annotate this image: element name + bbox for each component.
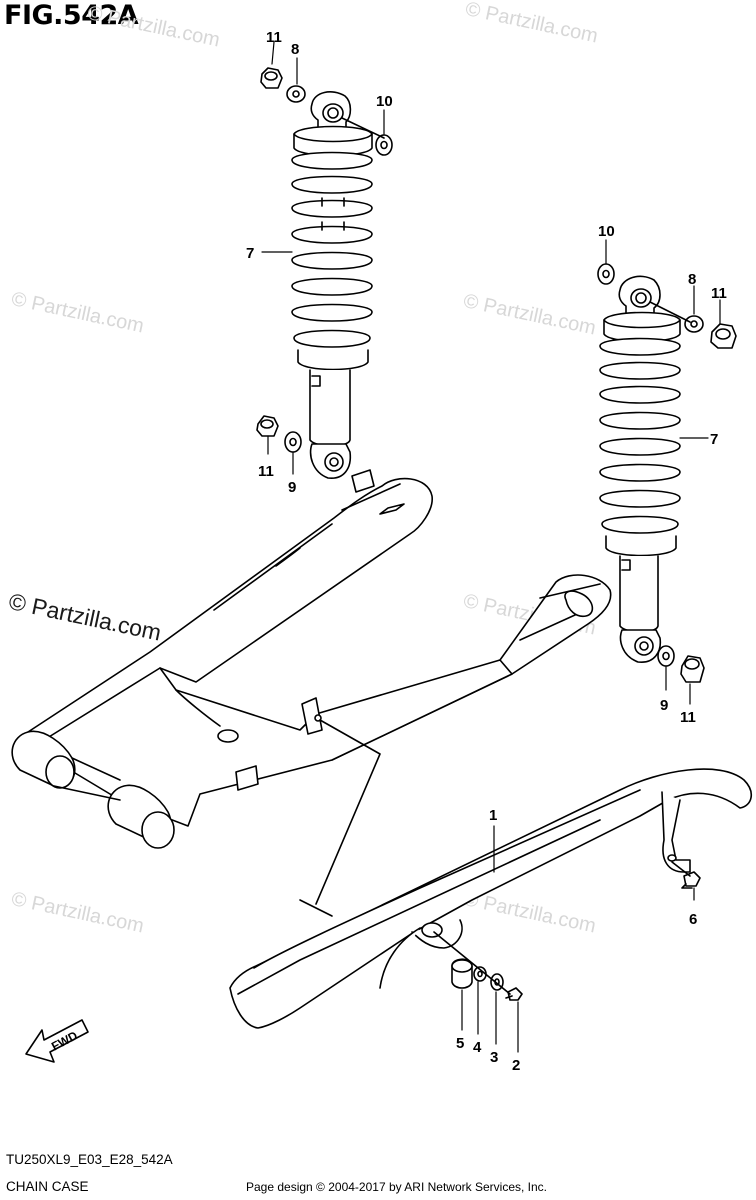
footer-credit: Page design © 2004-2017 by ARI Network S…: [246, 1180, 548, 1194]
fwd-arrow-icon: FWD: [25, 1019, 89, 1063]
callout-2: 2: [512, 1057, 520, 1074]
washer-9-bottom-left[interactable]: [284, 431, 302, 453]
washer-8-top-right[interactable]: [684, 315, 704, 333]
cushion-4[interactable]: [473, 966, 487, 982]
washer-9-bottom-right[interactable]: [657, 645, 675, 667]
bolt-6[interactable]: [681, 871, 701, 889]
callout-11: 11: [680, 709, 696, 726]
callout-8: 8: [291, 41, 299, 58]
callout-9: 9: [660, 697, 668, 714]
spacer-5[interactable]: [451, 958, 473, 989]
diagram-name: CHAIN CASE: [6, 1179, 89, 1194]
callout-11: 11: [258, 463, 274, 480]
washer-10-top-right[interactable]: [597, 263, 615, 285]
bolt-2[interactable]: [505, 987, 523, 1001]
callout-10: 10: [376, 93, 393, 110]
callout-7: 7: [246, 245, 254, 262]
callout-11: 11: [266, 29, 282, 46]
callout-6: 6: [689, 911, 697, 928]
nut-11-top-left[interactable]: [260, 67, 283, 89]
callout-1: 1: [489, 807, 497, 824]
callout-3: 3: [490, 1049, 498, 1066]
diagram-code: TU250XL9_E03_E28_542A: [6, 1152, 173, 1167]
callout-4: 4: [473, 1039, 482, 1056]
mounting-leader-line: [315, 719, 381, 905]
leader-lines: [261, 41, 721, 1053]
callout-7: 7: [710, 431, 718, 448]
callout-5: 5: [456, 1035, 464, 1052]
washer-10-top-left[interactable]: [375, 134, 393, 156]
right-shock-absorber[interactable]: [599, 275, 681, 663]
callout-9: 9: [288, 479, 296, 496]
callout-11: 11: [711, 285, 727, 302]
callout-8: 8: [688, 271, 696, 288]
callout-10: 10: [598, 223, 615, 240]
chain-case[interactable]: [229, 768, 752, 1029]
nut-11-bottom-right[interactable]: [680, 655, 705, 683]
figure-title: FIG.542A: [4, 0, 139, 31]
left-shock-absorber[interactable]: [291, 91, 373, 479]
swingarm[interactable]: [11, 469, 612, 849]
nut-11-top-right[interactable]: [710, 323, 737, 349]
washer-8-top-left[interactable]: [286, 85, 306, 103]
nut-11-bottom-left[interactable]: [256, 415, 279, 437]
